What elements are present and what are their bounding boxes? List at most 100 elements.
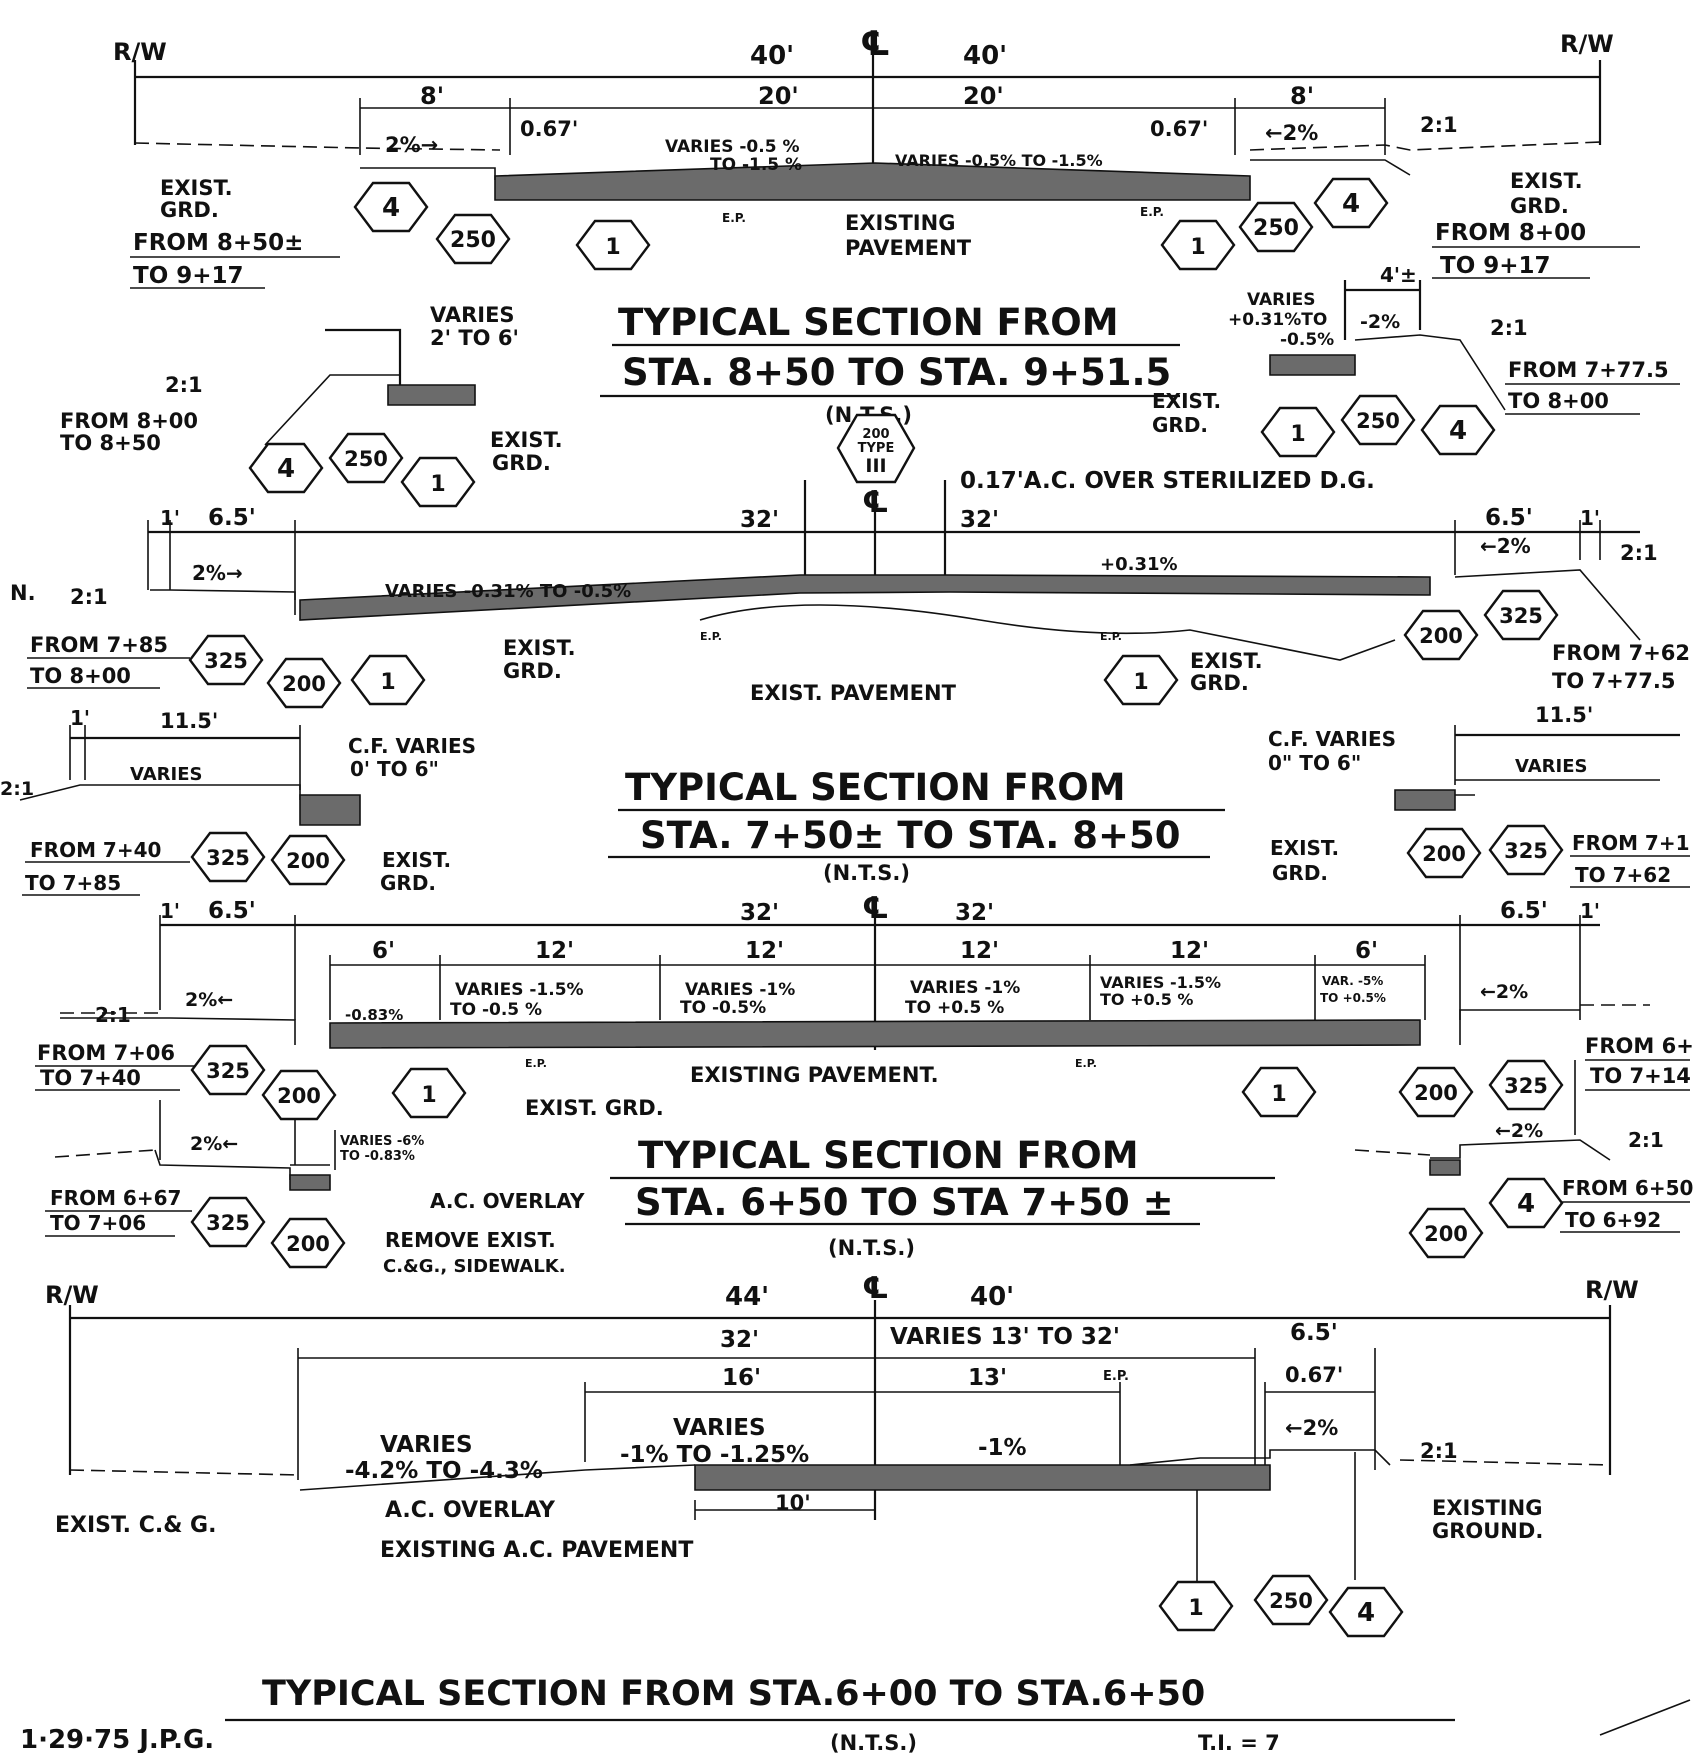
s1-title-2: STA. 8+50 TO STA. 9+51.5 (622, 351, 1171, 394)
s3-varies-1b: TO -0.5 % (450, 1000, 542, 1020)
svg-text:200: 200 (286, 1232, 330, 1256)
s2-dim-32-left: 32' (740, 507, 779, 533)
s2-nts: (N.T.S.) (823, 861, 910, 885)
s4-dim-16: 16' (722, 1365, 761, 1391)
s1-from-right-2: TO 9+17 (1440, 253, 1551, 279)
s3-hex-1-left: 1 (391, 1067, 467, 1119)
s2-inset-hex-200-r: 200 (1406, 827, 1482, 879)
s1-from-left-2: TO 9+17 (133, 263, 244, 289)
s4-existing-ground-1: EXISTING (1432, 1496, 1542, 1520)
s2-exist-grd-r-2: GRD. (1190, 671, 1249, 695)
s4-centerline: ℄ (862, 1271, 889, 1306)
section-1-insets: VARIES 2' TO 6' 2:1 FROM 8+00 TO 8+50 EX… (60, 263, 1680, 508)
s3-inset-r-from-2: TO 6+92 (1565, 1208, 1661, 1232)
s1-inset-left-exist-2: GRD. (492, 451, 551, 475)
s2-title-1: TYPICAL SECTION FROM (625, 766, 1126, 809)
s4-existing-ac: EXISTING A.C. PAVEMENT (380, 1538, 693, 1563)
svg-text:4: 4 (277, 454, 295, 484)
s1-exist-grd-left-1: EXIST. (160, 176, 233, 200)
s3-dim-32-right: 32' (955, 900, 994, 926)
s3-varies-5a: VAR. -5% (1322, 974, 1383, 988)
s1-title-1: TYPICAL SECTION FROM (618, 301, 1119, 344)
s2-hex-1-right: 1 (1103, 654, 1179, 706)
s2-n: N. (10, 581, 36, 605)
s2-dim-1-right: 1' (1580, 506, 1600, 530)
s3-nts: (N.T.S.) (828, 1236, 915, 1260)
s4-hex-250: 250 (1253, 1574, 1329, 1626)
svg-text:325: 325 (206, 1059, 250, 1083)
s2-inset-l-from-1: FROM 7+40 (30, 838, 161, 862)
s2-title-2: STA. 7+50± TO STA. 8+50 (640, 814, 1180, 857)
s1-inset-right-varies-2: +0.31%TO (1228, 310, 1327, 330)
s4-dim-44: 44' (725, 1282, 769, 1312)
s1-inset-left-from-2: TO 8+50 (60, 431, 161, 455)
s2-inset-r-exist-2: GRD. (1272, 861, 1328, 885)
s1-side-slope-right: 2:1 (1420, 113, 1458, 137)
s2-hex-200-type-iii (836, 413, 916, 484)
s2-exist-grd-1: EXIST. (503, 636, 576, 660)
s4-dim-13: 13' (968, 1365, 1007, 1391)
s3-existing-pave: EXISTING PAVEMENT. (690, 1063, 939, 1087)
s2-slope-right: ←2% (1480, 534, 1531, 558)
s3-dim-1-left: 1' (160, 899, 180, 923)
s1-inset-right-4: 4'± (1380, 263, 1417, 287)
s4-ep: E.P. (1103, 1369, 1129, 1384)
s1-hex-4-right: 4 (1313, 177, 1389, 229)
s2-inset-l-cf-1: C.F. VARIES (348, 734, 476, 758)
s2-hex-325-right: 325 (1483, 589, 1559, 641)
s2-dim-32-right: 32' (960, 507, 999, 533)
s3-from-left-2: TO 7+40 (40, 1066, 141, 1090)
s1-inset-left-varies-1: VARIES (430, 303, 515, 327)
s2-hex-1-left: 1 (350, 654, 426, 706)
s3-varies-2b: TO -0.5% (680, 998, 766, 1018)
s3-inset-l-from-2: TO 7+06 (50, 1211, 146, 1235)
s1-exist-grd-right-1: EXIST. (1510, 169, 1583, 193)
s1-dim-40-left: 40' (750, 41, 794, 71)
svg-text:250: 250 (450, 228, 496, 253)
s2-hex-200-right: 200 (1403, 609, 1479, 661)
svg-text:1: 1 (1190, 235, 1205, 260)
s1-ep-right: E.P. (1140, 205, 1164, 219)
svg-text:1: 1 (1290, 422, 1305, 447)
s2-exist-pave: EXIST. PAVEMENT (750, 681, 957, 705)
s2-21-right: 2:1 (1620, 541, 1658, 565)
s2-inset-r-cf-2: 0" TO 6" (1268, 751, 1361, 775)
s1-inset-right-varies-1: VARIES (1247, 290, 1315, 310)
s3-title-2: STA. 6+50 TO STA 7+50 ± (635, 1181, 1174, 1224)
s1-centerline: ℄ (860, 24, 890, 64)
svg-text:200: 200 (282, 672, 326, 696)
svg-text:4: 4 (1357, 1598, 1375, 1628)
s3-varies-4b: TO +0.5 % (1100, 990, 1193, 1009)
s1-from-left-1: FROM 8+50± (133, 230, 303, 256)
s2-inset-hex-200-l: 200 (270, 834, 346, 886)
svg-text:200: 200 (277, 1084, 321, 1108)
s1-inset-right-slope: -2% (1360, 311, 1400, 333)
s1-inset-hex-250: 250 (328, 432, 404, 484)
s2-hex-200-left: 200 (266, 657, 342, 709)
s1-inset-hex-4-right: 4 (1420, 404, 1496, 456)
s2-dim-1-left: 1' (160, 506, 180, 530)
s2-inset-r-from-1: FROM 7+1 (1572, 831, 1690, 855)
s2-inset-l-1: 1' (70, 706, 90, 730)
section-3-insets: 2%← VARIES -6% TO -0.83% A.C. OVERLAY FR… (45, 1060, 1695, 1277)
s3-dim-65-left: 6.5' (208, 898, 256, 924)
s4-nts: (N.T.S.) (830, 1731, 917, 1753)
s2-hex-line-1: 200 (862, 427, 889, 442)
s2-plus-031: +0.31% (1100, 554, 1178, 575)
s1-inset-right-from-1: FROM 7+77.5 (1508, 358, 1669, 382)
s3-exist-grd: EXIST. GRD. (525, 1096, 664, 1120)
s3-title-1: TYPICAL SECTION FROM (638, 1134, 1139, 1177)
section-3: 1' 6.5' 32' ℄ 32' 6.5' 1' 6' 12' 12' 12'… (35, 891, 1694, 1121)
s1-hex-1-left: 1 (575, 219, 651, 271)
s3-dim-32-left: 32' (740, 900, 779, 926)
s2-inset-r-exist-1: EXIST. (1270, 836, 1339, 860)
s2-21-left: 2:1 (70, 585, 108, 609)
svg-text:250: 250 (1356, 409, 1400, 433)
s2-hex-line-3: III (865, 455, 886, 477)
s3-ep-right: E.P. (1075, 1057, 1097, 1070)
s3-from-right-2: TO 7+14 (1590, 1064, 1691, 1088)
s4-title: TYPICAL SECTION FROM STA.6+00 TO STA.6+5… (262, 1674, 1205, 1714)
svg-text:1: 1 (421, 1083, 436, 1108)
s2-from-left-1: FROM 7+85 (30, 633, 168, 657)
